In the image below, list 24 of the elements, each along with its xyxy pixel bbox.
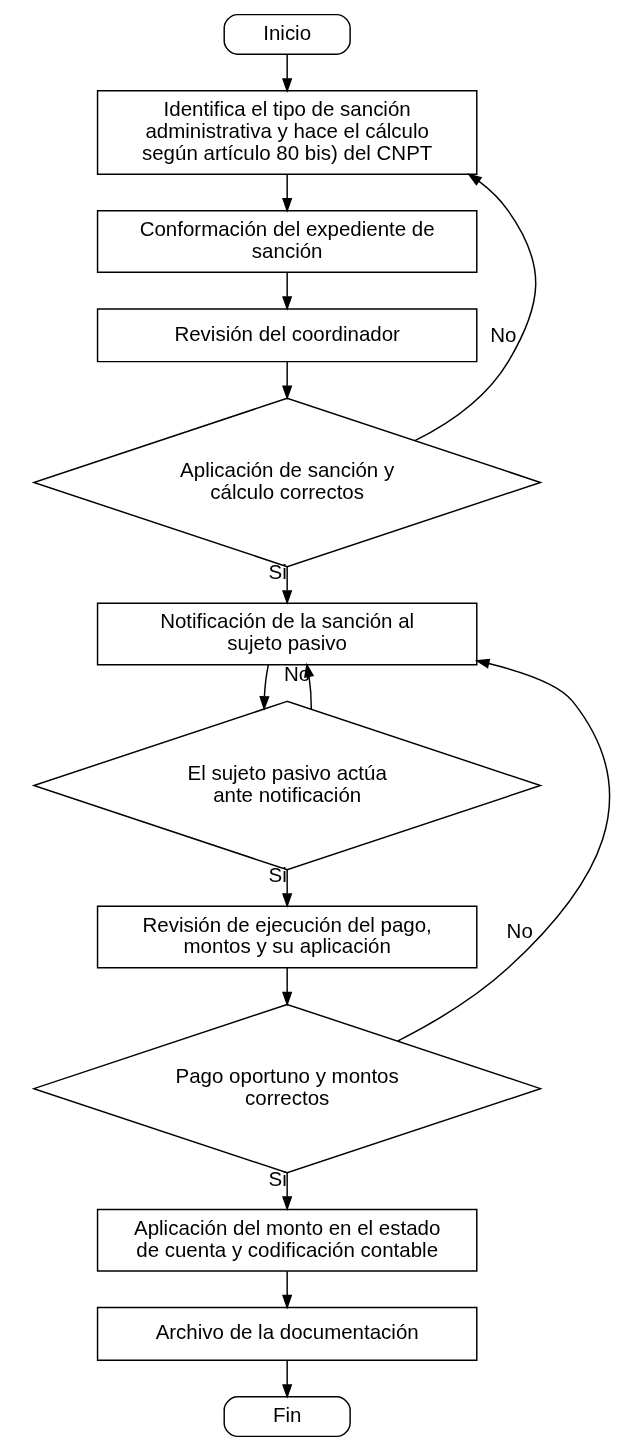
arrow: [282, 1270, 293, 1310]
arrow: [282, 1359, 293, 1399]
arrow: [282, 869, 293, 908]
node-box: Conformación del expediente de sanción: [96, 210, 478, 274]
node-box: Archivo de la documentación: [96, 1306, 478, 1361]
arrow: [282, 53, 293, 93]
arrow: [282, 272, 293, 311]
node-box: Fin: [223, 1396, 351, 1438]
node-box: Notificación de la sanción al sujeto pasivo: [96, 602, 478, 666]
node-box: Revisión del coordinador: [96, 308, 478, 363]
arrow: [396, 658, 611, 1042]
node-box: Identifica el tipo de sanción administrativa y hace el cálculo según artículo 80 bis) del CNPT: [96, 90, 478, 175]
arrow: [282, 967, 293, 1007]
node-box: Aplicación del monto en el estado de cuenta y codificación contable: [96, 1208, 478, 1272]
node-box: Revisión de ejecución del pago, montos y su aplicación: [96, 905, 478, 969]
node-box: Inicio: [223, 13, 351, 55]
arrow: [282, 1172, 293, 1212]
arrow: [282, 361, 293, 401]
edge-label: No: [506, 919, 533, 943]
arrow: [282, 566, 293, 605]
arrow: [282, 173, 293, 213]
arrow: [414, 173, 537, 442]
edge-label: No: [490, 322, 517, 346]
arrow: [259, 664, 270, 711]
